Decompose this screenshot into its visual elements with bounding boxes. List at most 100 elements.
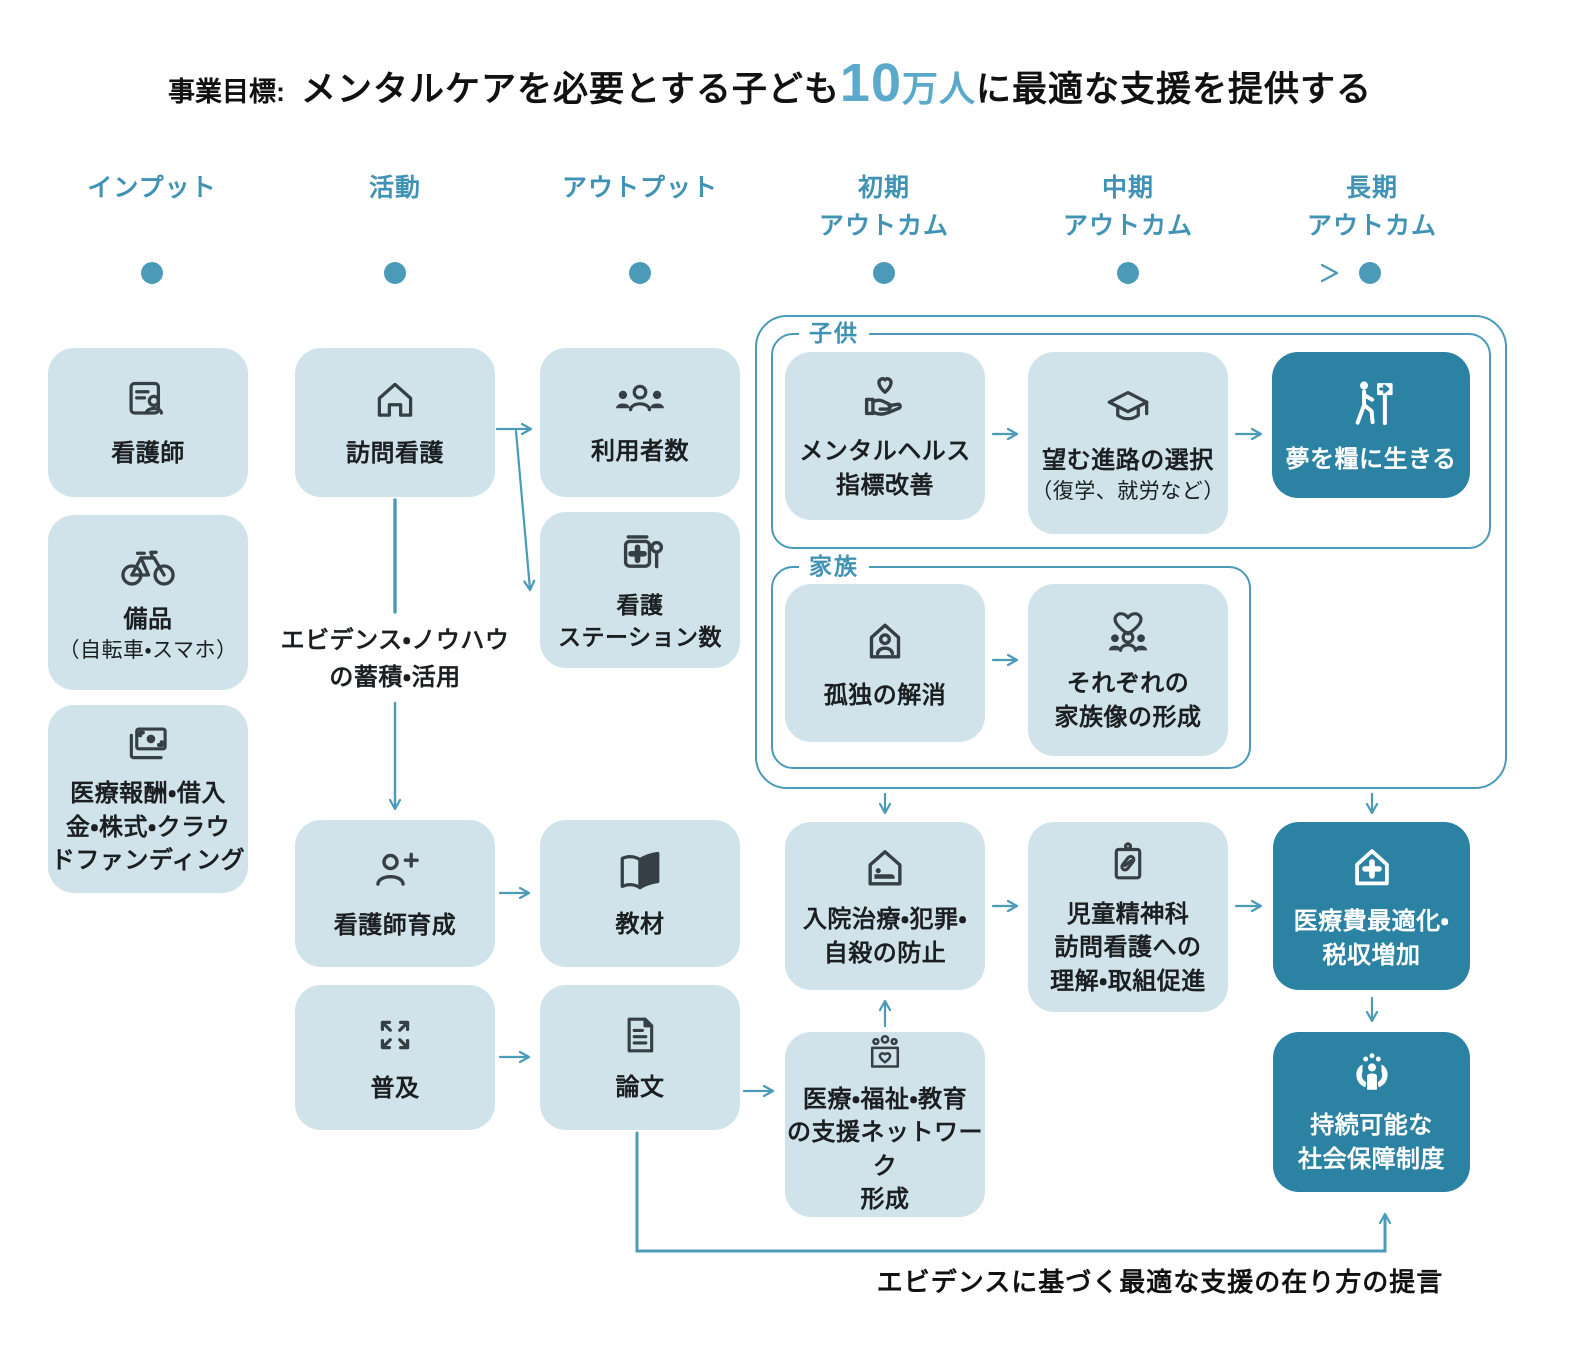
column-header-output: アウトプット	[562, 170, 718, 208]
box-papers: 論文	[540, 985, 740, 1130]
box-label: 備品	[123, 605, 173, 633]
house-icon	[377, 382, 413, 417]
id-card-icon	[129, 382, 164, 415]
box-label: ドファンディング	[50, 847, 246, 875]
column-header-label2: アウトカム	[1062, 211, 1194, 240]
box-label: 訪問看護	[346, 440, 444, 468]
box-label: 形成	[860, 1186, 910, 1214]
book-icon	[620, 852, 660, 890]
title-main: メンタルケアを必要とする子ども10万人に最適な支援を提供する	[301, 52, 1372, 114]
box-label: 看護師育成	[333, 912, 457, 940]
box-career-choice: 望む進路の選択 （復学、就労など）	[1028, 352, 1228, 534]
box-family-vision: それぞれの 家族像の形成	[1028, 584, 1228, 756]
box-label: 児童精神科	[1066, 900, 1190, 928]
box-label: 利用者数	[591, 438, 689, 466]
box-nurse: 看護師	[48, 348, 248, 497]
box-nurse-training: 看護師育成	[295, 820, 495, 967]
column-header-label: 中期	[1101, 174, 1155, 202]
box-solitude: 孤独の解消	[785, 584, 985, 742]
box-label: 持続可能な	[1310, 1112, 1433, 1140]
box-station-count: 看護 ステーション数	[540, 512, 740, 668]
column-header-initial-outcome: 初期アウトカム	[819, 170, 949, 245]
box-label: ステーション数	[557, 624, 723, 650]
title-main-after: に最適な支援を提供する	[976, 70, 1373, 109]
title-prefix: 事業目標:	[167, 77, 285, 107]
title-main-before: メンタルケアを必要とする子ども	[300, 70, 840, 109]
box-label: 訪問看護への	[1054, 934, 1202, 962]
evidence-knowhow-label: エビデンス・ノウハウ の蓄積・活用	[281, 622, 510, 696]
evidence-knowhow-line1: エビデンス・ノウハウ	[280, 627, 510, 654]
box-label: 普及	[370, 1075, 420, 1103]
house-person-icon	[869, 623, 901, 659]
box-label: 家族像の形成	[1054, 704, 1202, 731]
person-plus-icon	[376, 852, 419, 886]
title-highlight-unit: 万人	[902, 68, 977, 109]
children-group-label: 子供	[799, 319, 869, 349]
community-hands-icon	[1355, 1053, 1388, 1091]
box-sublabel: （自転車・スマホ）	[58, 639, 238, 663]
box-label: 夢を糧に生きる	[1285, 446, 1457, 474]
box-label: 医療・福祉・教育	[802, 1085, 968, 1113]
box-label: 望む進路の選択	[1042, 446, 1214, 474]
clipboard-pill-icon	[1114, 841, 1142, 880]
graduation-cap-icon	[1107, 390, 1149, 420]
column-header-label: アウトプット	[561, 174, 719, 202]
children-group-frame: 子供	[771, 319, 1491, 549]
family-group-label: 家族	[799, 552, 869, 582]
box-label: 医療費最適化・	[1293, 908, 1450, 936]
column-header-label2: アウトカム	[1306, 211, 1438, 240]
box-prevention: 入院治療・犯罪・ 自殺の防止	[785, 822, 985, 990]
box-live-dream: 夢を糧に生きる	[1272, 352, 1470, 498]
box-user-count: 利用者数	[540, 348, 740, 497]
box-label: 入院治療・犯罪・	[802, 906, 968, 934]
box-label: 看護	[616, 591, 664, 618]
box-materials: 教材	[540, 820, 740, 967]
banknote-icon	[129, 727, 167, 760]
box-label: それぞれの	[1066, 670, 1190, 698]
column-header-label: 長期	[1345, 174, 1399, 202]
box-label: 指標改善	[836, 472, 934, 499]
users-icon	[616, 384, 664, 412]
expand-arrows-icon	[380, 1021, 410, 1050]
column-header-mid-outcome: 中期アウトカム	[1063, 170, 1193, 245]
box-label: 孤独の解消	[823, 681, 947, 709]
box-label: 社会保障制度	[1298, 1146, 1445, 1173]
timeline	[141, 262, 1381, 284]
page-title: 事業目標: メンタルケアを必要とする子ども10万人に最適な支援を提供する	[168, 52, 1372, 114]
box-label: 金・株式・クラウ	[65, 813, 231, 841]
evidence-knowhow-line2: の蓄積・活用	[329, 664, 461, 692]
bicycle-icon	[121, 550, 175, 586]
column-header-long-outcome: 長期アウトカム	[1307, 170, 1437, 245]
box-label: 理解・取組促進	[1050, 967, 1206, 995]
column-header-input: インプット	[87, 170, 216, 208]
box-spread: 普及	[295, 985, 495, 1130]
box-funding: 医療報酬・借入 金・株式・クラウ ドファンディング	[48, 705, 248, 893]
house-plus-icon	[1354, 849, 1389, 886]
box-label: 自殺の防止	[823, 940, 947, 967]
first-aid-station-icon	[623, 535, 664, 569]
box-label: の支援ネットワーク	[787, 1119, 983, 1180]
box-social-security: 持続可能な 社会保障制度	[1273, 1032, 1470, 1192]
paper-icon	[627, 1017, 654, 1053]
family-heart-icon	[1108, 612, 1148, 653]
box-understanding: 児童精神科 訪問看護への 理解・取組促進	[1028, 822, 1228, 1012]
network-heart-icon	[870, 1035, 900, 1068]
evidence-proposal-label: エビデンスに基づく最適な支援の在り方の提言	[876, 1267, 1444, 1297]
box-label: 医療報酬・借入	[70, 780, 226, 808]
outcome-group-frame	[755, 315, 1507, 789]
hospital-bed-icon	[868, 850, 902, 886]
box-support-network: 医療・福祉・教育 の支援ネットワーク 形成	[785, 1032, 985, 1217]
column-header-label: 初期	[857, 174, 911, 202]
box-visit-nursing: 訪問看護	[295, 348, 495, 497]
title-highlight-number: 10	[839, 53, 902, 113]
column-header-activity: 活動	[369, 170, 421, 208]
hand-heart-icon	[864, 377, 902, 417]
box-label: 看護師	[111, 440, 185, 468]
column-header-label: 活動	[368, 174, 422, 202]
box-label: 教材	[615, 911, 665, 939]
box-equipment: 備品 （自転車・スマホ）	[48, 515, 248, 690]
box-mental-health: メンタルヘルス 指標改善	[785, 352, 985, 520]
box-label: 税収増加	[1322, 942, 1421, 969]
box-label: メンタルヘルス	[799, 438, 971, 466]
